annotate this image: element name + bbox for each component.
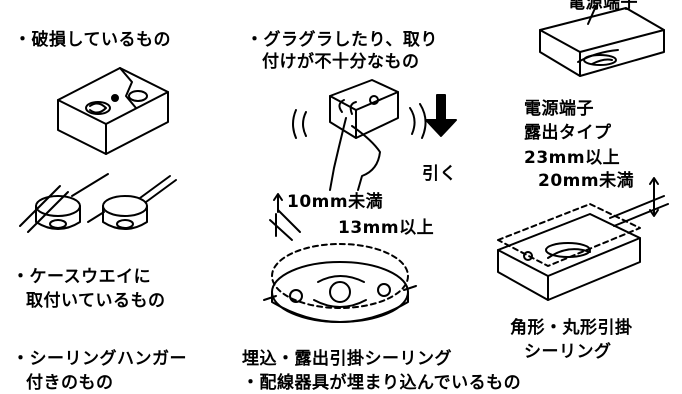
round-ceiling-plate-icon <box>264 210 416 322</box>
label-hanger-line1: ・シーリングハンガー <box>12 349 187 369</box>
terminal-fitting-icon <box>540 6 664 76</box>
label-hanger-line2: 付きのもの <box>26 373 114 393</box>
label-square-round-line2: シーリング <box>524 342 612 362</box>
broken-fitting-icon <box>58 68 168 154</box>
label-case-line2: 取付いているもの <box>26 291 166 311</box>
label-terminal-top: 電源端子 <box>568 0 638 13</box>
label-under-10: 10mm未満 <box>287 192 384 212</box>
dimension-lines-icon <box>274 194 282 212</box>
label-case-line1: ・ケースウエイに <box>12 267 152 287</box>
loose-fitting-hand-icon <box>293 80 426 190</box>
label-over-13: 13mm以上 <box>338 218 435 238</box>
label-terminal-line3: 23mm以上 <box>524 148 621 168</box>
label-loose-line2: 付けが不十分なもの <box>262 52 420 72</box>
caseway-fittings-icon <box>20 174 176 232</box>
label-square-round-line1: 角形・丸形引掛 <box>510 318 633 338</box>
label-embedded-note: ・配線器具が埋まり込んでいるもの <box>242 373 522 393</box>
label-embedded-title: 埋込・露出引掛シーリング <box>242 349 452 369</box>
label-damaged: ・破損しているもの <box>14 30 171 50</box>
label-terminal-line1: 電源端子 <box>524 99 594 119</box>
arrow-down-icon <box>426 95 456 136</box>
square-ceiling-fitting-icon <box>498 178 668 300</box>
label-loose-line1: ・グラグラしたり、取り <box>246 30 438 50</box>
label-terminal-line2: 露出タイプ <box>524 123 612 143</box>
label-terminal-line4: 20mm未満 <box>538 171 635 191</box>
label-pull: 引く <box>422 164 457 184</box>
